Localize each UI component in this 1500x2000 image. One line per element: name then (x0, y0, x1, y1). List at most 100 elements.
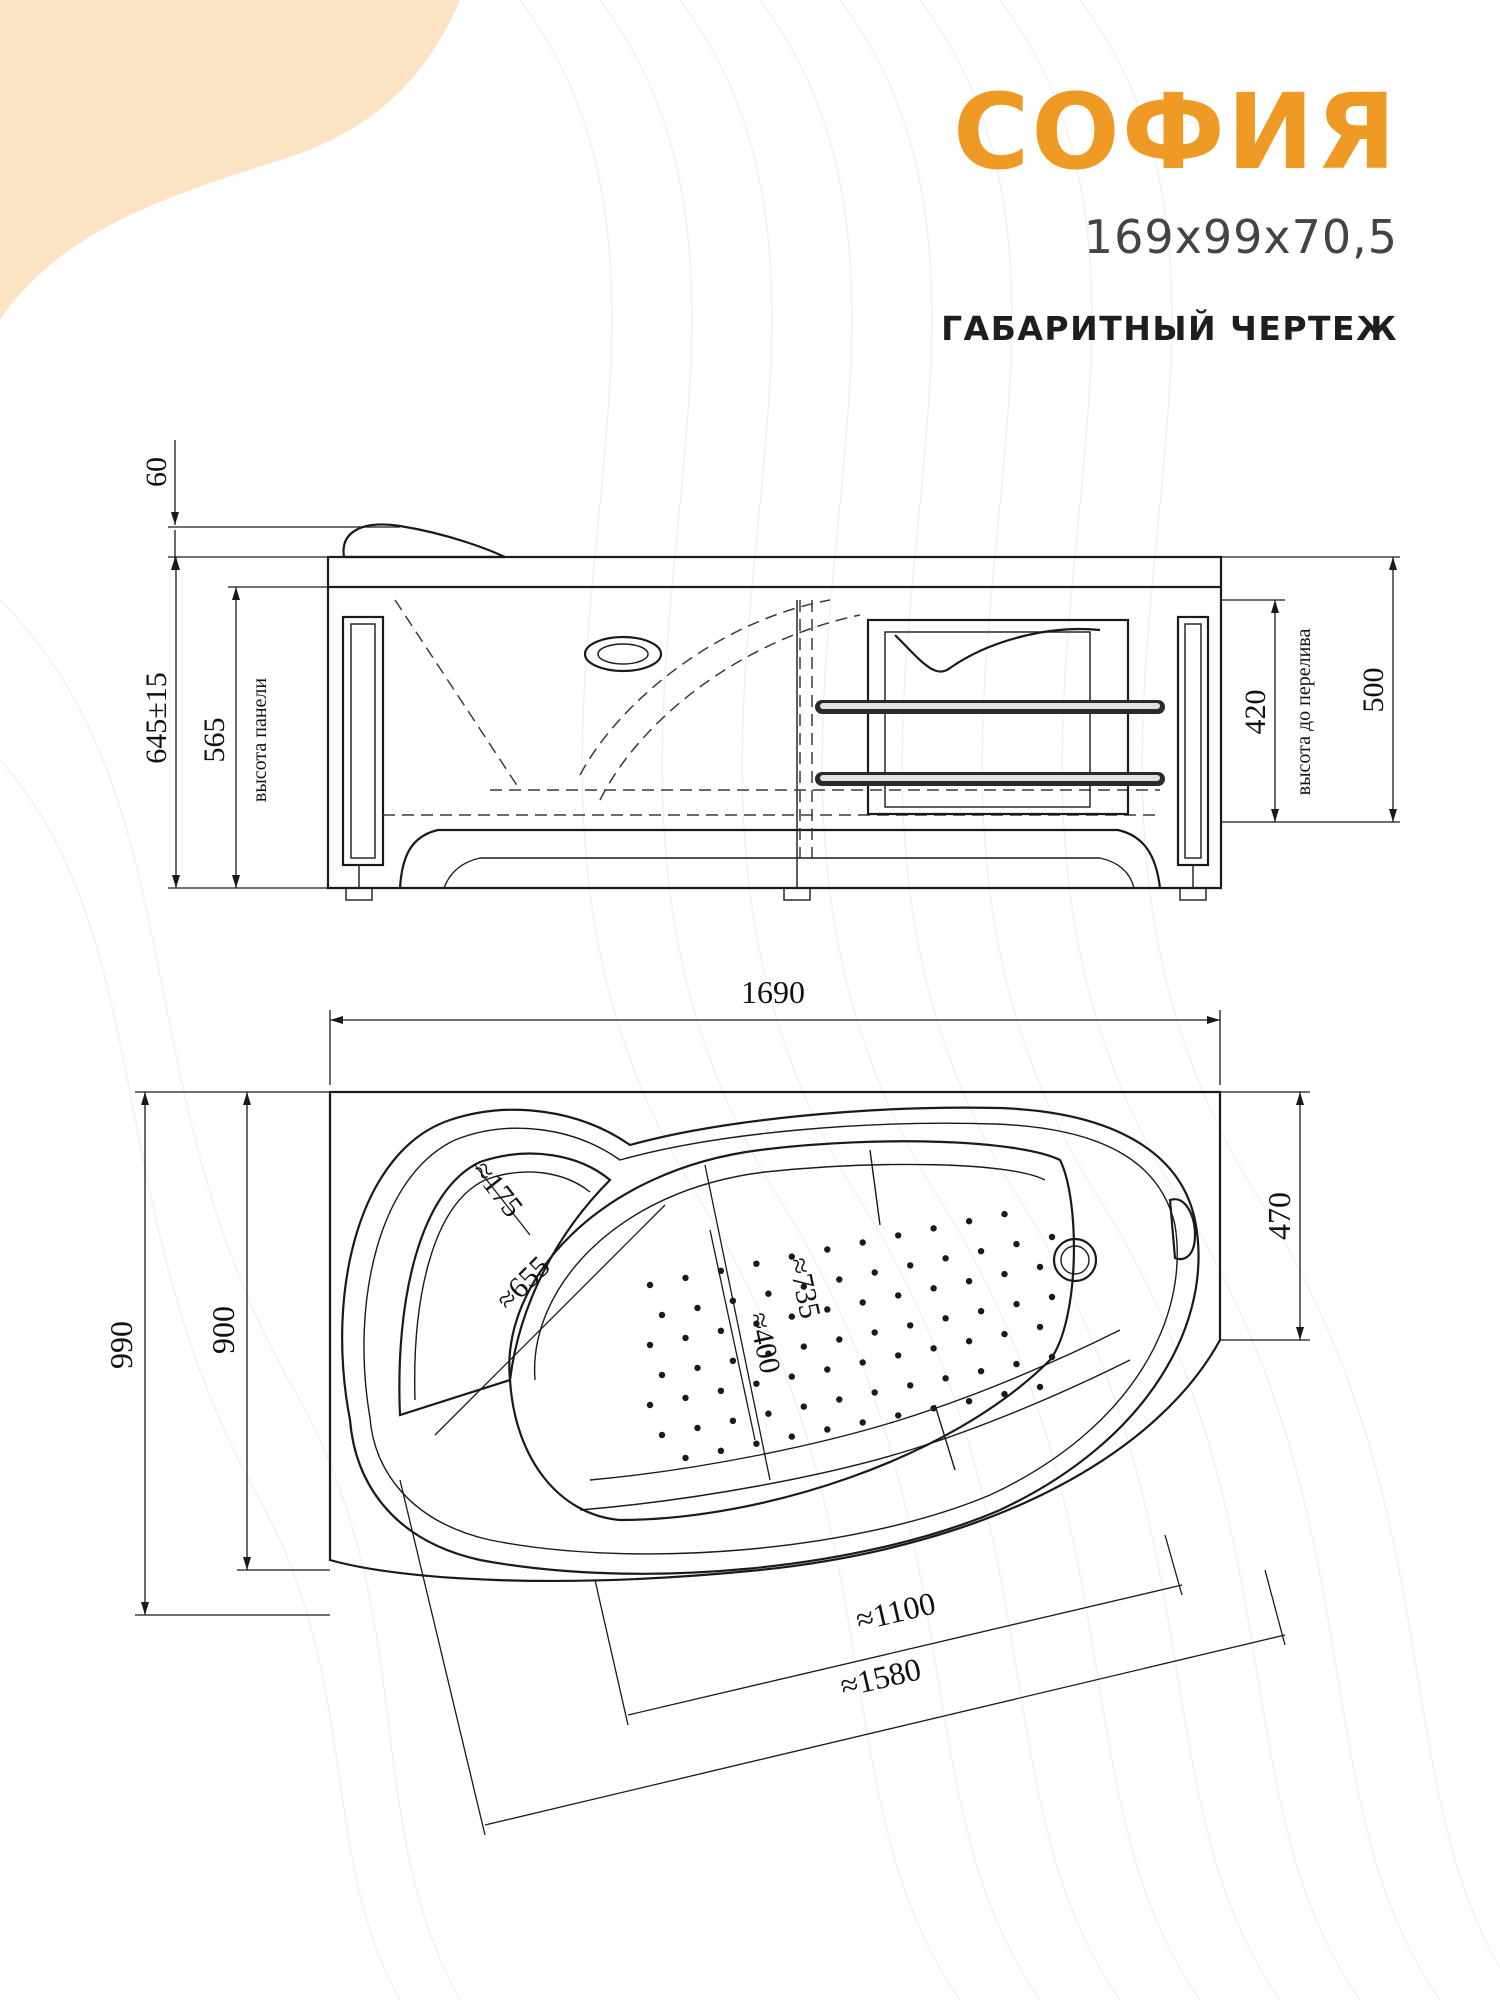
drawing-subtitle: ГАБАРИТНЫЙ ЧЕРТЕЖ (941, 309, 1398, 348)
air-jet (800, 1403, 807, 1410)
air-jet (1048, 1353, 1056, 1361)
top-dimension-lines (135, 1010, 1310, 1836)
air-jet (1001, 1330, 1008, 1338)
air-jet (658, 1431, 666, 1439)
dim-500: 500 (1357, 668, 1390, 713)
air-jet (895, 1232, 902, 1239)
dim-645: 645±15 (140, 672, 173, 763)
air-jet (965, 1218, 973, 1225)
air-jet (1048, 1233, 1056, 1241)
air-jet (788, 1313, 795, 1320)
dim-420: 420 (1239, 690, 1272, 735)
air-jet (646, 1341, 654, 1349)
air-jet (729, 1417, 737, 1425)
front-dimension-lines (168, 440, 1400, 889)
right-panel (1176, 615, 1210, 867)
air-jet (658, 1311, 666, 1319)
air-jet (859, 1419, 866, 1426)
air-jet (646, 1281, 654, 1289)
air-jet (871, 1269, 878, 1276)
air-jet (682, 1394, 689, 1402)
air-jet (965, 1278, 973, 1285)
tub-rim (326, 555, 1223, 589)
air-jet (907, 1262, 914, 1269)
air-jet (977, 1248, 985, 1255)
air-jet (682, 1334, 689, 1342)
air-jet (1013, 1240, 1020, 1248)
air-jet (788, 1433, 795, 1440)
air-jet (753, 1440, 760, 1447)
air-jet (694, 1304, 701, 1312)
air-jet (1001, 1270, 1008, 1278)
air-jet (977, 1368, 985, 1375)
overflow-fitting (583, 635, 663, 673)
seat-area (398, 1152, 612, 1417)
left-panel (341, 615, 385, 867)
dim-990: 990 (103, 1321, 139, 1369)
dim-470: 470 (1261, 1192, 1297, 1240)
headrest (342, 523, 506, 559)
front-view: 60 645±15 565 высота панели 420 высота д… (140, 440, 1400, 901)
air-jet (682, 1454, 689, 1462)
dim-400: ≈400 (742, 1310, 787, 1377)
air-jet (977, 1308, 985, 1315)
tub-legs (345, 600, 1207, 901)
header: СОФИЯ 169x99x70,5 ГАБАРИТНЫЙ ЧЕРТЕЖ (941, 80, 1398, 345)
dim-60: 60 (140, 457, 173, 487)
air-jet (859, 1239, 866, 1246)
air-jet (729, 1357, 737, 1365)
air-jet (694, 1364, 701, 1372)
air-jet (824, 1426, 831, 1433)
air-jet (836, 1396, 843, 1403)
product-title: СОФИЯ (953, 71, 1398, 193)
air-jet (871, 1389, 878, 1396)
air-jet (646, 1401, 654, 1409)
air-jet (836, 1276, 843, 1283)
handrails (815, 700, 1165, 786)
drain-fitting (1052, 1237, 1098, 1283)
air-jet (871, 1329, 878, 1336)
air-jet (717, 1387, 725, 1395)
corner-blob (0, 0, 460, 320)
seat-frame (866, 618, 1130, 816)
air-jet (1001, 1210, 1008, 1218)
air-jet (895, 1292, 902, 1299)
air-jet (1013, 1300, 1020, 1308)
dim-735: ≈735 (782, 1255, 827, 1322)
dim-1580: ≈1580 (837, 1651, 925, 1704)
air-jet (800, 1283, 807, 1290)
inner-bench (589, 1329, 1121, 1481)
air-jets (646, 1210, 1056, 1462)
air-jet (788, 1373, 795, 1380)
air-jet (859, 1359, 866, 1366)
base-tray (398, 828, 1162, 889)
front-dimension-labels: 60 645±15 565 высота панели 420 высота д… (140, 457, 1390, 802)
air-jet (1013, 1360, 1020, 1368)
air-jet (753, 1320, 760, 1327)
air-jet (907, 1382, 914, 1389)
air-jet (753, 1380, 760, 1387)
air-jet (800, 1343, 807, 1350)
air-jet (1036, 1323, 1044, 1331)
air-jet (930, 1345, 937, 1352)
product-dimensions: 169x99x70,5 (1083, 210, 1398, 264)
air-jet (765, 1410, 772, 1417)
air-jet (824, 1366, 831, 1373)
air-jet (824, 1306, 831, 1313)
air-jet (788, 1253, 795, 1260)
air-jet (965, 1338, 973, 1345)
air-jet (765, 1290, 772, 1297)
air-jet (717, 1447, 725, 1455)
air-jet (895, 1412, 902, 1419)
air-jet (824, 1246, 831, 1253)
air-jet (1048, 1293, 1056, 1301)
dim-655: ≈655 (490, 1250, 557, 1317)
basin-outer-rim (341, 1106, 1200, 1575)
inner-basin (508, 1140, 1076, 1522)
air-jet (1036, 1263, 1044, 1271)
dim-900: 900 (205, 1306, 241, 1354)
air-jet (930, 1225, 937, 1232)
air-jet (895, 1352, 902, 1359)
